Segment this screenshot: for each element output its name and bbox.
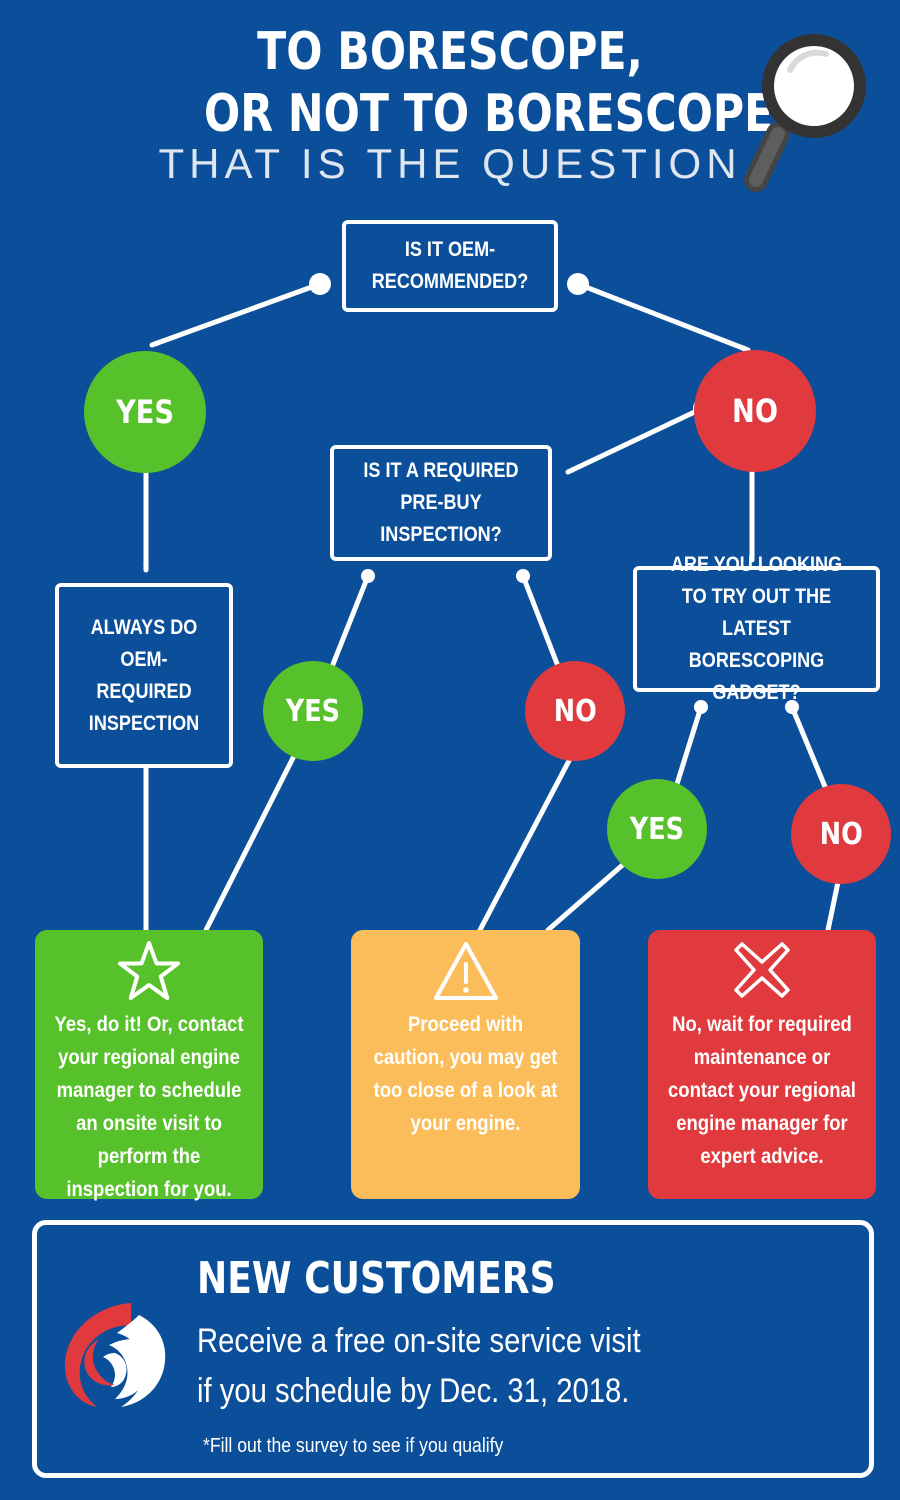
answer-no-pre-buy: NO [525,661,625,761]
title-line-1: TO BORESCOPE, [257,22,643,82]
connector-q1-no [575,281,751,353]
star-icon [118,941,180,1000]
question-borescoping-gadget: ARE YOU LOOKING TO TRY OUT THE LATEST BO… [633,553,880,704]
answer-no-gadget-label: NO [819,816,863,852]
connector-dot [567,273,589,295]
answer-no-pre-buy-label: NO [553,693,597,729]
answer-yes-pre-buy: YES [263,661,363,761]
magnifying-glass-icon [744,34,866,192]
answer-no-gadget: NO [791,784,891,884]
promo-heading: NEW CUSTOMERS [197,1253,556,1304]
question-oem-recommended: IS IT OEM-RECOMMENDED? [342,220,558,312]
promo-body-line-1: Receive a free on-site service visit [197,1322,641,1360]
connector-dot [516,569,530,583]
answer-no-oem: NO [694,350,816,472]
answer-yes-gadget-label: YES [629,811,685,847]
connector-dot [785,700,799,714]
outcome-stop-text: No, wait for required maintenance or con… [668,1013,856,1168]
warning-triangle-icon [433,942,498,1000]
connector-dot [694,700,708,714]
connector-no-q2 [565,405,706,475]
promo-footnote: *Fill out the survey to see if you quali… [203,1435,504,1457]
connector-yes-go [203,749,299,933]
answer-yes-gadget: YES [607,779,707,879]
question-pre-buy-inspection: IS IT A REQUIRED PRE-BUY INSPECTION? [330,445,552,561]
answer-no-oem-label: NO [732,392,778,430]
connector-no-caution [477,752,575,933]
connector-no-stop [825,879,841,933]
outcome-go: Yes, do it! Or, contact your regional en… [35,930,263,1201]
box-always-do-oem: ALWAYS DO OEM-REQUIRED INSPECTION [55,583,233,768]
question-pre-buy-inspection-text: IS IT A REQUIRED PRE-BUY INSPECTION? [363,459,519,546]
promo-body-line-2: if you schedule by Dec. 31, 2018. [197,1372,630,1410]
box-always-do-oem-text: ALWAYS DO OEM-REQUIRED INSPECTION [88,615,200,735]
swirl-logo [64,1303,166,1407]
subtitle: THAT IS THE QUESTION [158,140,742,187]
question-borescoping-gadget-text: ARE YOU LOOKING TO TRY OUT THE LATEST BO… [670,553,843,704]
answer-yes-oem: YES [84,351,206,473]
answer-yes-pre-buy-label: YES [285,693,341,729]
answer-yes-oem-label: YES [116,393,174,431]
connector-dot [361,569,375,583]
outcome-caution-text: Proceed with caution, you may get too cl… [373,1013,558,1135]
promo-panel: NEW CUSTOMERS Receive a free on-site ser… [32,1220,874,1478]
connector-yes-caution [545,859,629,933]
outcome-caution: Proceed with caution, you may get too cl… [351,930,580,1199]
outcome-stop: No, wait for required maintenance or con… [648,930,876,1199]
title-line-2: OR NOT TO BORESCOPE: [204,84,791,144]
outcome-go-text: Yes, do it! Or, contact your regional en… [54,1013,244,1201]
question-oem-recommended-text: IS IT OEM-RECOMMENDED? [371,238,529,293]
connector-dot [309,273,331,295]
x-mark-icon [734,942,790,998]
connector-q1-yes [149,281,323,348]
